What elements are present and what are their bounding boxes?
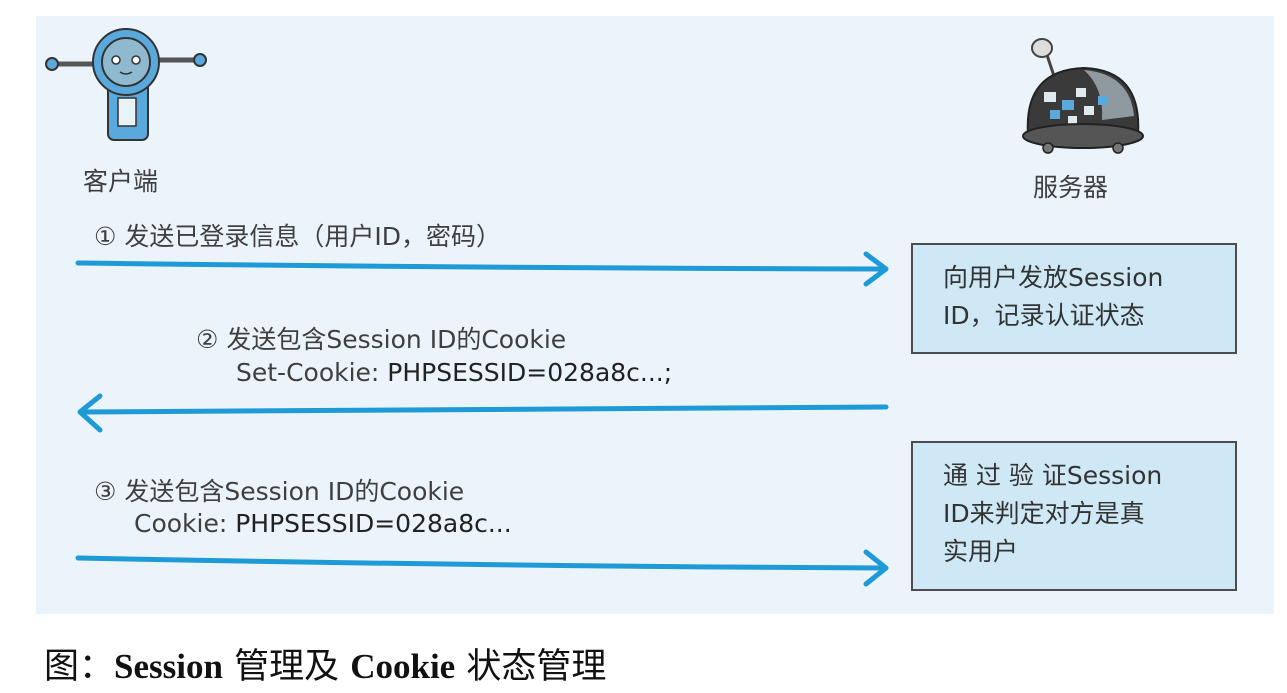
step1-label: ① 发送已登录信息（用户ID，密码） [94,222,501,251]
caption-cookie: Cookie [350,647,456,686]
arrow-client-to-server-3 [75,549,889,587]
step3-header-name: Cookie: [134,509,236,538]
step2-header: Set-Cookie: PHPSESSID=028a8c...; [236,358,672,387]
client-label: 客户端 [83,167,159,196]
caption-prefix: 图： [44,647,115,687]
verify-session-line2: ID来判定对方是真 [943,499,1145,528]
issue-session-line1: 向用户发放Session [943,263,1164,292]
caption-end: 状态管理 [455,647,607,687]
step3-header: Cookie: PHPSESSID=028a8c... [134,509,512,538]
server-robot-icon [1022,38,1144,154]
step2-label: ② 发送包含Session ID的Cookie [196,325,567,354]
figure-caption: 图：Session 管理及 Cookie 状态管理 [44,638,606,689]
caption-session: Session [114,647,223,686]
step2-header-name: Set-Cookie: [236,358,388,387]
arrow-server-to-client-2 [77,393,889,433]
arrow-client-to-server-1 [75,251,889,287]
server-label: 服务器 [1033,173,1109,202]
issue-session-line2: ID，记录认证状态 [943,301,1145,330]
verify-session-box: 通 过 验 证Session ID来判定对方是真 实用户 [911,441,1237,591]
step3-label: ③ 发送包含Session ID的Cookie [94,477,465,506]
client-robot-icon [45,28,207,141]
verify-session-line3: 实用户 [943,537,1019,566]
issue-session-box: 向用户发放Session ID，记录认证状态 [911,243,1237,354]
step3-header-value: PHPSESSID=028a8c... [235,509,512,538]
caption-mid: 管理及 [222,647,351,687]
step2-header-value: PHPSESSID=028a8c...; [387,358,673,387]
verify-session-line1: 通 过 验 证Session [943,461,1163,490]
